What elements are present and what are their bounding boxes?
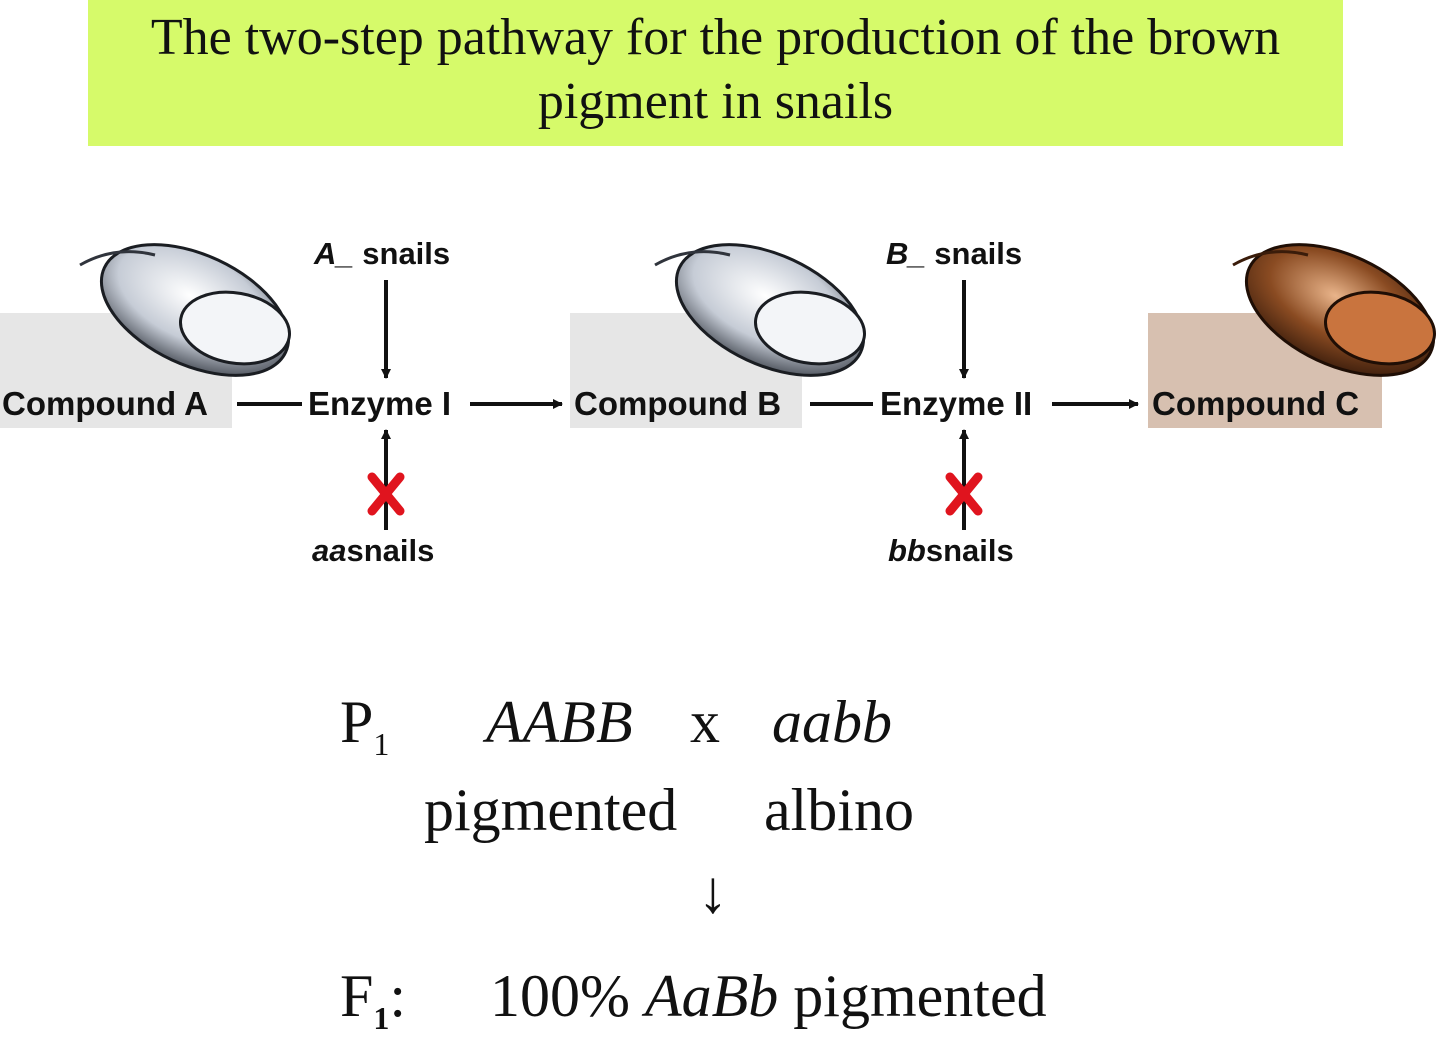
genotype-1: AABB (486, 688, 633, 757)
dominant-allele-b: B_ (886, 236, 926, 271)
f1-phenotype: pigmented (793, 963, 1047, 1029)
p-label: P (340, 689, 374, 755)
block-mark-2-icon (945, 472, 983, 516)
recessive-label-a: aasnails (312, 533, 434, 569)
dominant-allele-a: A_ (314, 236, 354, 271)
cross-symbol: x (690, 689, 720, 755)
recessive-word-a: snails (346, 533, 435, 568)
phenotype-2: albino (764, 777, 914, 843)
recessive-word-b: snails (925, 533, 1014, 568)
enzyme-1-label: Enzyme I (308, 385, 452, 422)
f-colon: : (389, 963, 407, 1029)
f-subscript: 1 (373, 1000, 390, 1036)
compound-c-label: Compound C (1152, 385, 1360, 422)
dominant-label-a: A_ snails (314, 236, 450, 272)
f1-result: 100% AaBb pigmented (490, 962, 1047, 1031)
snail-b-icon (654, 243, 867, 377)
f-label: F (340, 963, 374, 1029)
snail-c-icon (1232, 243, 1437, 377)
f1-genotype: AaBb (644, 963, 779, 1029)
dominant-label-b: B_ snails (886, 236, 1022, 272)
genotype-2-text: aabb (772, 689, 892, 755)
snail-a-icon (79, 243, 292, 377)
phenotype-1: pigmented (424, 777, 678, 843)
p-generation-label: P1 (340, 688, 389, 763)
compound-a-label: Compound A (2, 385, 208, 422)
f1-generation: F1: (340, 962, 406, 1037)
title: The two-step pathway for the production … (150, 9, 1281, 130)
dominant-word-b: snails (934, 236, 1023, 271)
f1-percent: 100% (490, 963, 630, 1029)
genotype-1-text: AABB (486, 689, 633, 755)
dominant-word-a: snails (362, 236, 451, 271)
compound-b-label: Compound B (574, 385, 782, 422)
recessive-allele-b: bb (888, 533, 926, 568)
genotype-2: aabb (772, 688, 892, 757)
title-banner: The two-step pathway for the production … (88, 0, 1343, 146)
enzyme-2-label: Enzyme II (880, 385, 1033, 422)
recessive-allele-a: aa (312, 533, 347, 568)
down-arrow-icon: ↓ (698, 859, 728, 925)
p-subscript: 1 (373, 726, 390, 762)
recessive-label-b: bbsnails (888, 533, 1014, 569)
block-mark-1-icon (367, 472, 405, 516)
